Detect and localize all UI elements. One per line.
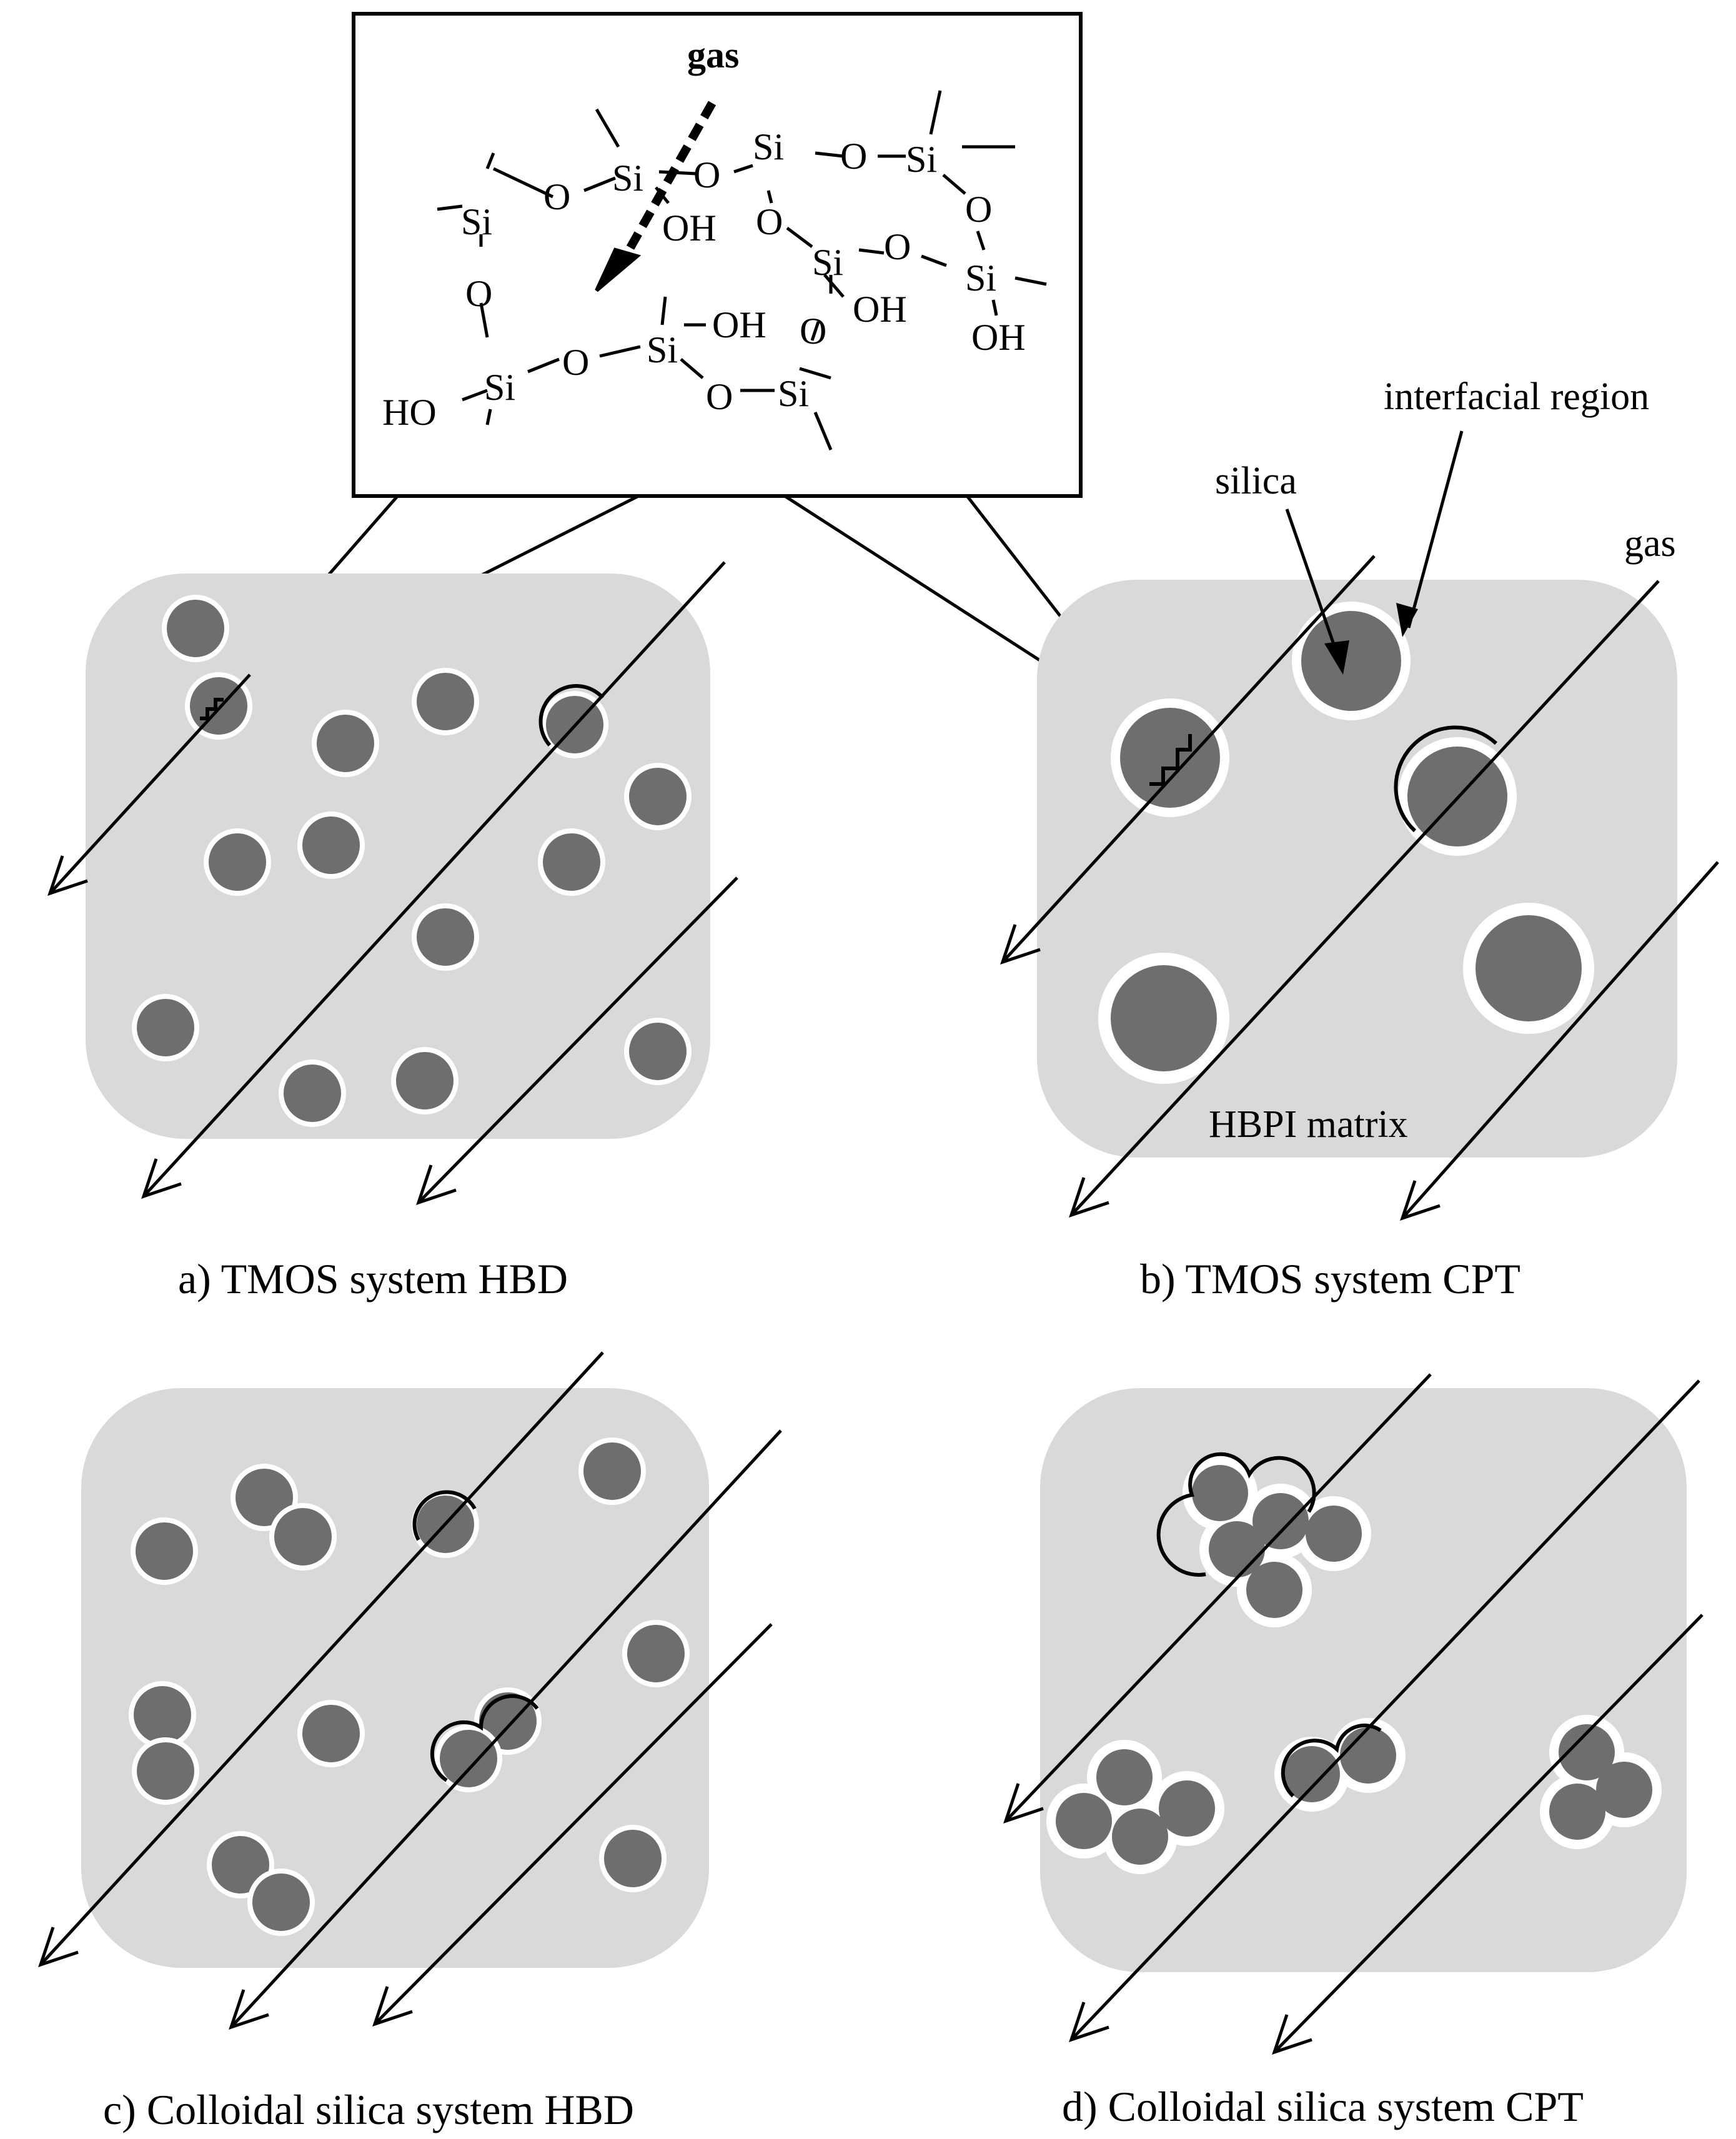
silica-particles-a (132, 595, 692, 1127)
atom-o: O (965, 189, 992, 230)
dark-interface-d1 (1156, 1452, 1316, 1577)
atom-si: Si (612, 157, 643, 199)
atom-o: O (800, 310, 826, 352)
panel-c: c) Colloidal silica system HBD (38, 1351, 782, 2133)
label-gas: gas (1624, 522, 1676, 565)
gas-path-c1 (39, 1351, 604, 1966)
silica-particle (1301, 611, 1401, 711)
label-silica: silica (1215, 460, 1297, 502)
atom-si: Si (906, 139, 937, 180)
callout-gas-arrowhead (595, 247, 642, 292)
siloxane-bonds (437, 90, 1047, 450)
arrowhead-a1 (47, 855, 88, 896)
atom-oh: OH (971, 317, 1026, 358)
atom-o: O (840, 136, 867, 177)
silica-particle (1476, 915, 1582, 1021)
silica-particles-d (1056, 1465, 1652, 1865)
atom-o: O (562, 342, 589, 383)
matrix-d (1040, 1388, 1687, 1972)
atom-si: Si (965, 257, 996, 299)
zigzag-path-a (200, 698, 224, 720)
arrowhead-c3 (372, 1986, 413, 2027)
callout-gas-label: gas (687, 34, 739, 76)
caption-a: a) TMOS system HBD (178, 1255, 568, 1303)
atom-oh: OH (662, 207, 717, 249)
atom-o: O (543, 176, 570, 217)
silica-pointer (1285, 509, 1342, 663)
gas-path-b1 (1001, 555, 1376, 963)
panel-a: a) TMOS system HBD (47, 561, 738, 1303)
silica-particles-c (129, 1437, 690, 1936)
siloxane-atoms: Si O Si O OH Si O Si O O Si O Si OH OH O… (382, 126, 1026, 433)
caption-b: b) TMOS system CPT (1140, 1255, 1520, 1303)
gas-path-b2 (1070, 580, 1660, 1216)
label-matrix: HBPI matrix (1209, 1103, 1408, 1146)
atom-o: O (706, 376, 733, 417)
callout-gas-arrow (614, 101, 717, 271)
gas-path-c3 (374, 1623, 773, 2025)
arrowhead-a2 (141, 1158, 182, 1199)
dark-interface-d2 (1281, 1724, 1382, 1798)
interfacial-region-pointer (1407, 430, 1464, 628)
atom-si: Si (778, 373, 809, 414)
atom-o: O (693, 154, 720, 196)
zigzag-path-b (1149, 734, 1192, 786)
panel-d: d) Colloidal silica system CPT (1003, 1373, 1704, 2130)
caption-c: c) Colloidal silica system HBD (103, 2086, 634, 2133)
silica-particle (1120, 708, 1220, 808)
atom-ho: HO (382, 392, 437, 433)
atom-si: Si (647, 329, 678, 370)
dark-interface-a (538, 684, 605, 747)
arrowhead-c1 (38, 1927, 79, 1967)
gas-path-a2 (142, 561, 726, 1198)
arrowhead-b3 (1400, 1180, 1441, 1221)
gas-path-a3 (417, 876, 738, 1204)
interfacial-region-pointer-head (1396, 603, 1418, 637)
gas-path-d3 (1273, 1614, 1704, 2053)
dark-interface-c2 (430, 1694, 539, 1782)
arrowhead-d3 (1272, 2014, 1312, 2055)
dark-interface-c1 (412, 1490, 477, 1541)
atom-si: Si (812, 242, 843, 283)
arrowhead-c2 (229, 1989, 269, 2030)
gas-path-d1 (1004, 1373, 1432, 1822)
atom-o: O (756, 201, 783, 242)
callout: gas (221, 12, 1151, 733)
caption-d: d) Colloidal silica system CPT (1062, 2083, 1584, 2130)
atom-si: Si (461, 201, 492, 242)
panel-b: interfacial region silica gas HBPI matri… (1000, 375, 1719, 1303)
silica-pointer-head (1324, 640, 1349, 675)
atom-si: Si (484, 367, 515, 408)
arrowhead-d2 (1069, 2002, 1109, 2042)
arrowhead-a3 (416, 1164, 457, 1205)
atom-o: O (465, 273, 492, 314)
atom-si: Si (753, 126, 784, 167)
arrowhead-b1 (1000, 924, 1041, 965)
silica-particle (1111, 965, 1217, 1071)
label-interfacial-region: interfacial region (1384, 375, 1649, 418)
arrowhead-b2 (1069, 1177, 1109, 1218)
arrowhead-d1 (1003, 1783, 1044, 1824)
gas-path-d2 (1070, 1379, 1700, 2041)
gas-path-b3 (1401, 861, 1719, 1219)
dark-interface-b (1394, 725, 1498, 833)
gas-path-c2 (230, 1429, 782, 2028)
gas-path-a1 (49, 673, 251, 895)
atom-oh: OH (853, 289, 907, 330)
atom-oh: OH (712, 304, 766, 345)
matrix-c (81, 1388, 709, 1968)
atom-o: O (884, 226, 911, 267)
